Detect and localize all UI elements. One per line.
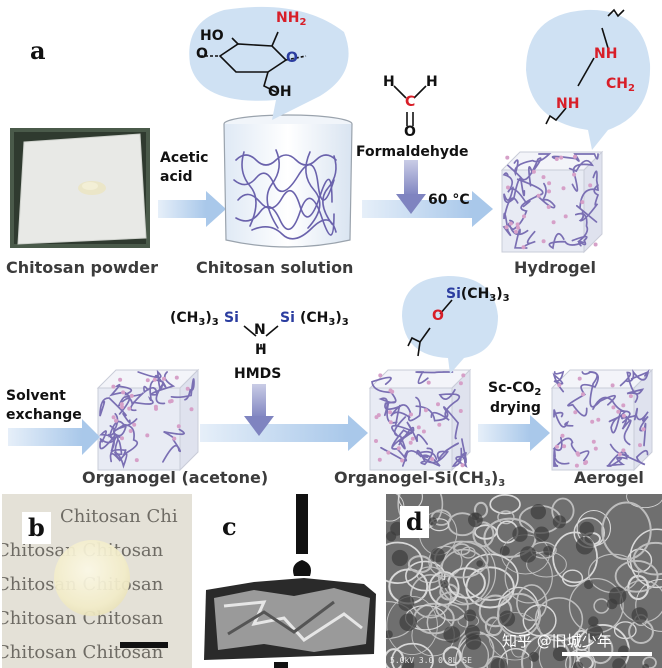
chem-hmds-h: H xyxy=(255,342,267,358)
chem-hmds-si-left: Si xyxy=(224,310,239,326)
panel-b-text-row: Chitosan Chi xyxy=(60,506,178,527)
label-solvent: Solvent xyxy=(6,388,66,404)
organogel-si-bubble xyxy=(402,276,498,374)
hydrogel-crosslink-bubble xyxy=(526,8,651,151)
arrow-formaldehyde-down xyxy=(396,160,426,214)
scale-bar-b xyxy=(120,642,168,648)
arrow-sc-co2 xyxy=(478,415,550,451)
flow-arrows-row2 xyxy=(8,384,550,455)
label-sc-co2: Sc-CO2 xyxy=(488,380,542,398)
chem-nh2: NH2 xyxy=(276,10,307,28)
panel-d-sem: d 5.0kV 3.0 0.8L SE 知乎 @旧城少年 xyxy=(386,494,662,668)
arrow-hmds-down xyxy=(244,384,274,436)
formaldehyde-structure xyxy=(393,85,427,126)
beaker-chitosan-solution xyxy=(223,114,353,248)
chem-hmds-n: N xyxy=(254,322,266,338)
cube-organogel-si xyxy=(368,368,472,472)
sem-fiber-texture xyxy=(386,494,662,668)
caption-chitosan-solution: Chitosan solution xyxy=(196,258,354,277)
sem-info-label: 5.0kV 3.0 0.8L SE xyxy=(390,656,472,665)
arrow-to-hydrogel xyxy=(362,191,493,227)
arrow-hmds xyxy=(200,415,368,451)
chem-formaldehyde-o: O xyxy=(404,124,416,140)
label-60c: 60 °C xyxy=(428,192,470,208)
chem-hmds-right: (CH3)3 xyxy=(300,310,349,328)
scale-bar-d xyxy=(562,652,652,656)
chem-ho: HO xyxy=(200,28,224,44)
chem-nh-bottom: NH xyxy=(556,96,580,112)
water-droplet-sample xyxy=(204,494,376,668)
chem-si-top: Si(CH3)3 xyxy=(446,286,510,304)
chitosan-powder-photo xyxy=(10,128,150,248)
panel-letter-a: a xyxy=(30,36,46,65)
chem-hmds-left: (CH3)3 xyxy=(170,310,219,328)
caption-hydrogel: Hydrogel xyxy=(514,258,596,277)
label-formaldehyde: Formaldehyde xyxy=(356,144,469,160)
label-exchange: exchange xyxy=(6,407,82,423)
caption-organogel-acetone: Organogel (acetone) xyxy=(82,468,269,487)
panel-letter-b: b xyxy=(22,512,51,544)
chem-ring-o: O xyxy=(286,50,298,66)
label-hmds: HMDS xyxy=(234,366,282,382)
arrow-solvent-exchange xyxy=(8,419,100,455)
cube-hydrogel xyxy=(500,150,604,254)
chem-o-ether: O xyxy=(196,46,208,62)
aerogel-disc xyxy=(54,540,130,616)
chitosan-structure-bubble xyxy=(189,6,349,120)
label-acetic: Acetic xyxy=(160,150,209,166)
panel-letter-d: d xyxy=(400,506,429,538)
label-drying: drying xyxy=(490,400,541,416)
watermark: 知乎 @旧城少年 xyxy=(502,632,612,650)
chem-nh-top: NH xyxy=(594,46,618,62)
cube-organogel-acetone xyxy=(96,368,200,472)
chem-si-o: O xyxy=(432,308,444,324)
panel-c-photo: c xyxy=(194,494,384,668)
chem-oh: OH xyxy=(268,84,292,100)
flow-arrows-row1 xyxy=(158,160,493,227)
caption-organogel-si: Organogel-Si(CH3)3 xyxy=(334,468,506,489)
caption-aerogel: Aerogel xyxy=(574,468,644,487)
chem-ch2: CH2 xyxy=(606,76,635,94)
chem-formaldehyde-h-right: H xyxy=(426,74,438,90)
hmds-structure xyxy=(243,325,279,348)
panel-letter-c: c xyxy=(222,512,237,541)
arrow-acetic-acid xyxy=(158,191,226,227)
label-acid: acid xyxy=(160,169,193,185)
panel-b-photo: Chitosan Chi Chitosan Chitosan Chitosan … xyxy=(2,494,192,668)
chem-hmds-si-right: Si xyxy=(280,310,295,326)
chem-formaldehyde-c: C xyxy=(405,94,416,110)
cube-aerogel xyxy=(550,368,654,472)
chem-formaldehyde-h-left: H xyxy=(383,74,395,90)
caption-chitosan-powder: Chitosan powder xyxy=(6,258,158,277)
